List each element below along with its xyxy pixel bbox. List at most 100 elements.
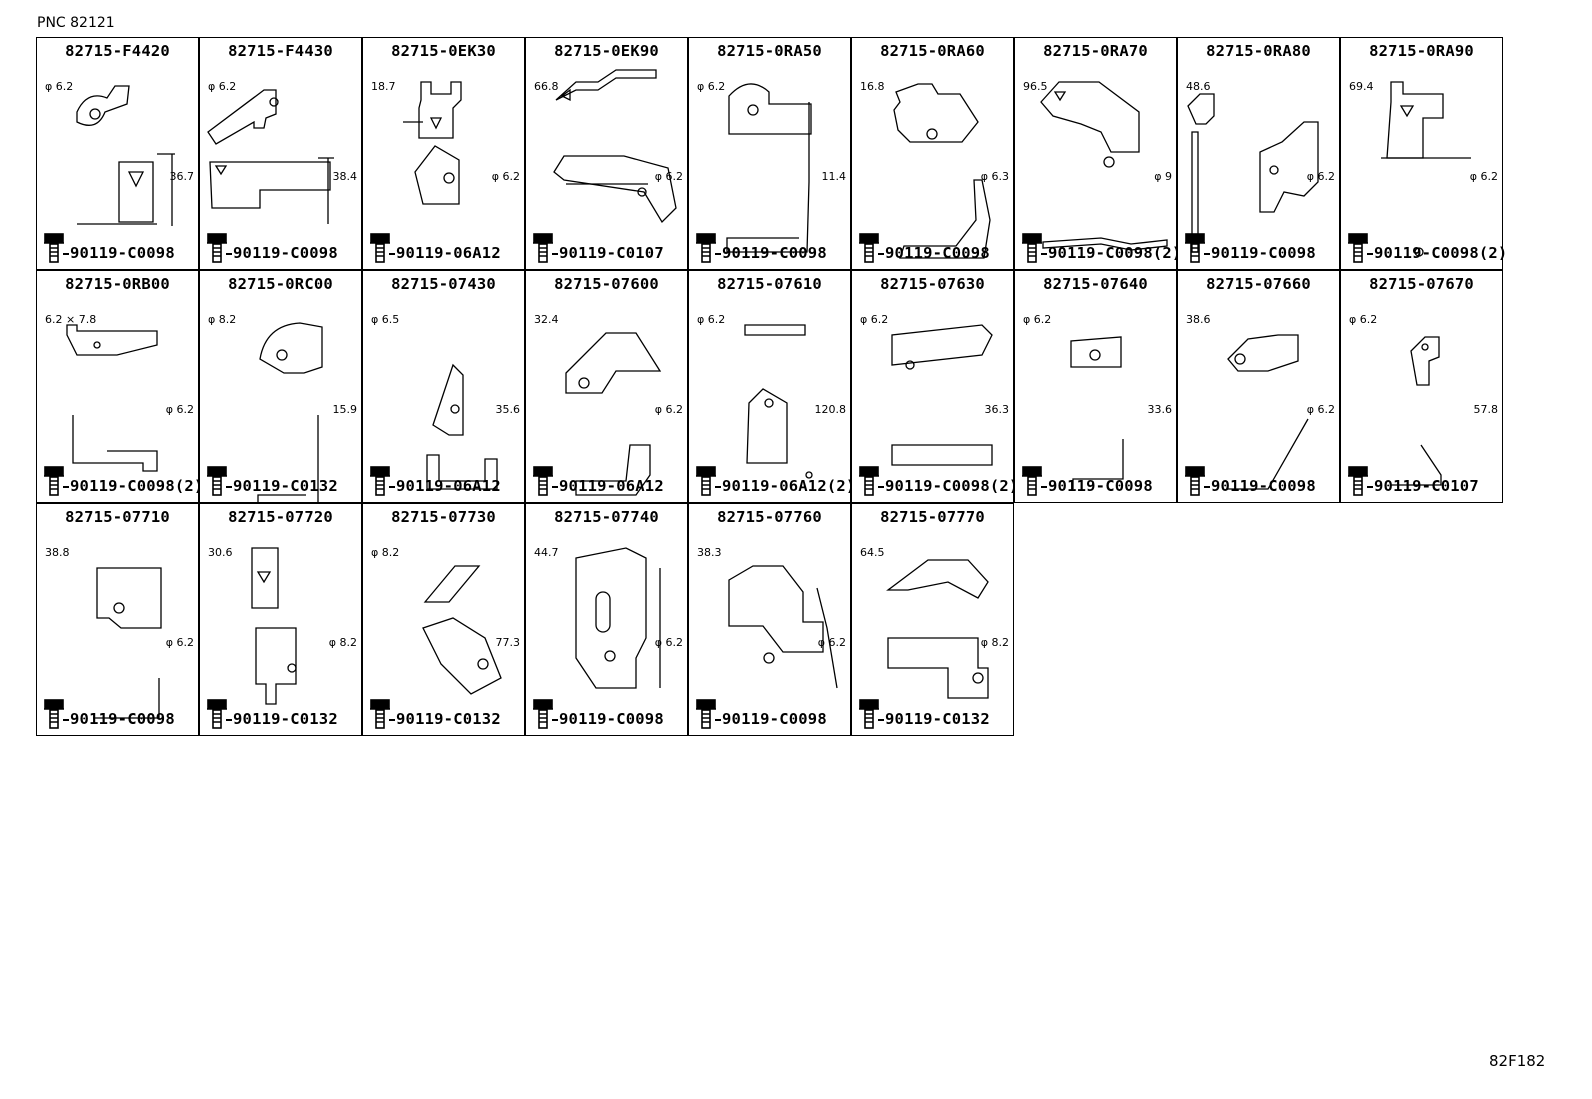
- bolt-icon: [1348, 466, 1368, 496]
- bolt-part-number: 90119-C0098: [233, 244, 338, 262]
- bolt-part-number: 90119-C0132: [233, 710, 338, 728]
- dimension-label: 36.7: [169, 170, 195, 183]
- bolt-icon: [696, 466, 716, 496]
- bracket-drawing: [251, 547, 297, 705]
- dimension-label: φ 6.2: [860, 313, 889, 326]
- part-number: 82715-07730: [391, 508, 496, 526]
- bracket-drawing: [575, 547, 661, 689]
- bolt-part-number: 90119-C0098: [70, 244, 175, 262]
- bolt-part-number: 90119-C0098: [70, 710, 175, 728]
- bolt-icon: [207, 466, 227, 496]
- bracket-drawing: [207, 89, 334, 224]
- bolt-icon: [859, 233, 879, 263]
- part-number: 82715-07670: [1369, 275, 1474, 293]
- dimension-label: 38.6: [1186, 313, 1211, 326]
- bracket-drawing: [891, 324, 993, 466]
- bolt-part-number: 90119-06A12: [396, 244, 501, 262]
- part-number: 82715-07630: [880, 275, 985, 293]
- bolt-part-number: 90119-06A12: [559, 477, 664, 495]
- bolt-icon: [44, 233, 64, 263]
- part-number: 82715-07740: [554, 508, 659, 526]
- bolt-icon: [1185, 466, 1205, 496]
- part-number: 82715-07760: [717, 508, 822, 526]
- bolt-part-number: 90119-C0107: [1374, 477, 1479, 495]
- bolt-part-number: 90119-C0132: [885, 710, 990, 728]
- bolt-icon: [1348, 233, 1368, 263]
- bolt-part-number: 90119-C0098(2): [70, 477, 204, 495]
- dimension-label: φ 6.2: [491, 170, 520, 183]
- bolt-icon: [1022, 233, 1042, 263]
- bolt-icon: [533, 699, 553, 729]
- dimension-label: φ 8.2: [328, 636, 357, 649]
- dimension-label: φ 6.2: [817, 636, 846, 649]
- part-number: 82715-07610: [717, 275, 822, 293]
- bolt-part-number: 90119-C0098: [1211, 477, 1316, 495]
- dimension-label: 57.8: [1473, 403, 1499, 416]
- bolt-icon: [1022, 466, 1042, 496]
- dimension-label: φ 6.2: [1469, 170, 1498, 183]
- bolt-icon: [533, 233, 553, 263]
- bolt-part-number: 90119-C0132: [233, 477, 338, 495]
- bolt-icon: [207, 699, 227, 729]
- dimension-label: φ 6.2: [45, 80, 74, 93]
- bolt-icon: [533, 466, 553, 496]
- part-cell: 82715-07610 φ 6.2 120.8 90119-06A12(2): [688, 270, 855, 503]
- part-number: 82715-07770: [880, 508, 985, 526]
- bolt-part-number: 90119-C0098(2): [1374, 244, 1508, 262]
- dimension-label: 32.4: [534, 313, 559, 326]
- part-cell: 82715-0EK30 18.7 φ 6.2 90119-06A12: [362, 37, 525, 270]
- bolt-icon: [370, 233, 390, 263]
- dimension-label: φ 6.2: [697, 313, 726, 326]
- bolt-part-number: 90119-C0098: [722, 244, 827, 262]
- bolt-icon: [370, 699, 390, 729]
- dimension-label: 30.6: [208, 546, 233, 559]
- dimension-label: 18.7: [371, 80, 396, 93]
- dimension-label: φ 8.2: [371, 546, 400, 559]
- bolt-icon: [859, 699, 879, 729]
- part-number: 82715-0EK90: [554, 42, 659, 60]
- part-cell: 82715-07630 φ 6.2 36.3 90119-C0098(2): [851, 270, 1018, 503]
- part-number: 82715-07430: [391, 275, 496, 293]
- dimension-label: φ 8.2: [208, 313, 237, 326]
- dimension-label: 6.2 × 7.8: [45, 313, 97, 326]
- dimension-label: 35.6: [495, 403, 521, 416]
- bracket-drawing: [76, 85, 175, 226]
- dimension-label: 64.5: [860, 546, 885, 559]
- dimension-label: 16.8: [860, 80, 885, 93]
- dimension-label: 38.4: [332, 170, 358, 183]
- bracket-drawing: [403, 81, 462, 205]
- bracket-drawing: [728, 565, 838, 689]
- dimension-label: φ 6.2: [1349, 313, 1378, 326]
- dimension-label: 36.3: [984, 403, 1010, 416]
- bracket-drawing: [422, 565, 502, 695]
- part-number: 82715-0RA70: [1043, 42, 1148, 60]
- bolt-part-number: 90119-06A12(2): [722, 477, 856, 495]
- diagram-reference: 82F182: [1489, 1052, 1546, 1070]
- dimension-label: 120.8: [814, 403, 847, 416]
- dimension-label: φ 8.2: [980, 636, 1009, 649]
- bolt-part-number: 90119-C0098(2): [885, 477, 1019, 495]
- part-number: 82715-0EK30: [391, 42, 496, 60]
- bolt-part-number: 90119-C0098: [885, 244, 990, 262]
- bolt-icon: [859, 466, 879, 496]
- dimension-label: φ 6.5: [371, 313, 400, 326]
- part-number: 82715-07710: [65, 508, 170, 526]
- dimension-label: φ 6.2: [1023, 313, 1052, 326]
- bracket-drawing: [553, 69, 677, 224]
- bolt-part-number: 90119-C0098: [559, 710, 664, 728]
- part-number: 82715-07660: [1206, 275, 1311, 293]
- dimension-label: φ 6.2: [208, 80, 237, 93]
- bolt-part-number: 90119-C0098(2): [1048, 244, 1182, 262]
- dimension-label: 38.3: [697, 546, 722, 559]
- bolt-icon: [1185, 233, 1205, 263]
- bolt-icon: [370, 466, 390, 496]
